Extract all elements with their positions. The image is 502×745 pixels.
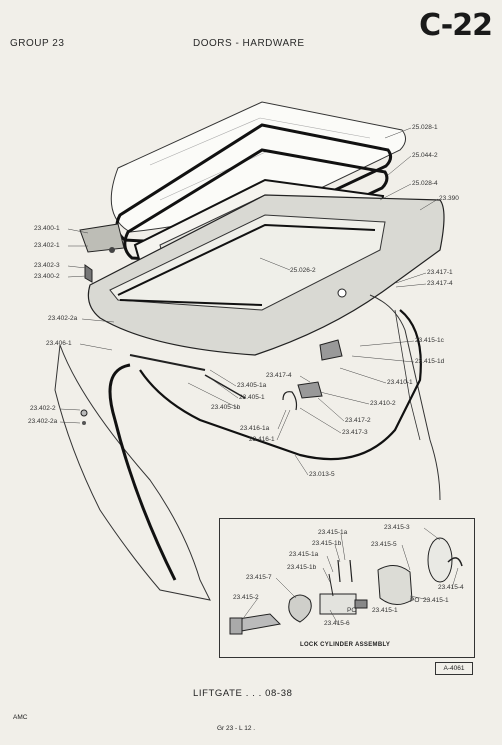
- hinge: [79, 223, 125, 253]
- callout: 23.402-1: [34, 242, 60, 249]
- callout: 23.402-2: [30, 405, 56, 412]
- callout: 23.417-4: [427, 280, 453, 287]
- page-code: C-22: [419, 8, 493, 43]
- prop-rod: [129, 354, 206, 371]
- inset-callout: 23.415-1a: [318, 529, 348, 536]
- callout: 25.028-1: [412, 124, 438, 131]
- callout: 23.402-2a: [48, 315, 78, 322]
- callout: 23.416-1: [249, 436, 275, 443]
- inset-callout: 23.415-5: [371, 541, 397, 548]
- door-seal: [108, 363, 177, 581]
- inset-callout: 23.415-2: [233, 594, 259, 601]
- lock-cylinder-inset: [219, 518, 475, 658]
- callout: 23.417-1: [427, 269, 453, 276]
- lock-cylinder-drawing: [229, 537, 463, 635]
- callout: 23.410-2: [370, 400, 396, 407]
- callout: 23.415-1c: [415, 337, 444, 344]
- callout: 23.406-1: [46, 340, 72, 347]
- callout: 23.405-1: [239, 394, 265, 401]
- callout: 23.417-4: [266, 372, 292, 379]
- latch: [319, 339, 343, 361]
- callout: 25.044-2: [412, 152, 438, 159]
- figure-reference: A-4061: [435, 662, 473, 675]
- inset-callout: 23.415-1a: [289, 551, 319, 558]
- inset-callout: PO: [347, 607, 357, 614]
- callout: 23.417-2: [345, 417, 371, 424]
- inset-callout: PO: [410, 597, 420, 604]
- inset-callout: 23.415-1: [423, 597, 449, 604]
- callout: 23.405-1b: [211, 404, 241, 411]
- footer-page: Gr 23 - L 12 .: [217, 725, 256, 732]
- callout: 23.405-1a: [237, 382, 267, 389]
- inset-callout: 23.415-1b: [312, 540, 342, 547]
- inset-callout: 23.415-1: [372, 607, 398, 614]
- inset-callout: 23.415-6: [324, 620, 350, 627]
- inset-callout: 23.415-1b: [287, 564, 317, 571]
- callout: 23.390: [439, 195, 459, 202]
- inset-callout: 23.415-3: [384, 524, 410, 531]
- callout: 23.402-2a: [28, 418, 58, 425]
- callout: 23.402-3: [34, 262, 60, 269]
- inset-callout: 23.415-4: [438, 584, 464, 591]
- figure-caption: LIFTGATE . . . 08-38: [193, 688, 293, 699]
- callout: 23.410-1: [387, 379, 413, 386]
- callout: 23.417-3: [342, 429, 368, 436]
- section-title: DOORS - HARDWARE: [193, 38, 305, 49]
- inset-title: LOCK CYLINDER ASSEMBLY: [300, 642, 391, 648]
- callout: 25.026-2: [290, 267, 316, 274]
- footer-brand: AMC: [13, 714, 28, 721]
- callout: 23.416-1a: [240, 425, 270, 432]
- callout: 23.400-2: [34, 273, 60, 280]
- inset-callout: 23.415-7: [246, 574, 272, 581]
- group-label: GROUP 23: [10, 38, 65, 49]
- callout: 23.400-1: [34, 225, 60, 232]
- vehicle-body: [54, 344, 211, 601]
- callout: 25.028-4: [412, 180, 438, 187]
- callout: 23.415-1d: [415, 358, 445, 365]
- callout: 23.013-5: [309, 471, 335, 478]
